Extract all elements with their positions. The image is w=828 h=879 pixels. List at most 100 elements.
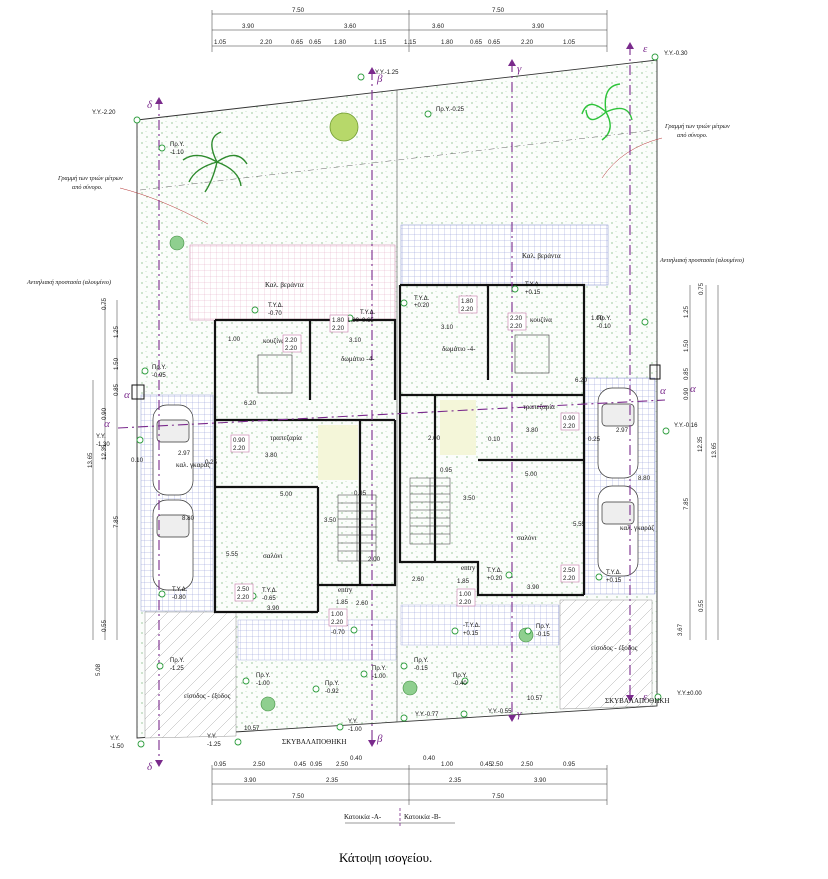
opening-tag-width: 2.20	[510, 315, 523, 322]
dimension-label: 0.65	[470, 39, 483, 46]
level-label: -Τ.Υ.Δ.	[463, 623, 481, 629]
dimension-label: 2.60	[356, 600, 369, 607]
dimension-label: 10.57	[244, 725, 260, 732]
level-label: Τ.Υ.Δ.	[487, 568, 503, 574]
car-icon	[152, 387, 639, 591]
opening-tag-height: 2.20	[563, 575, 576, 582]
dimension-label: 5.55	[573, 521, 586, 528]
dimension-label: 0.65	[291, 39, 304, 46]
level-label: -0.15	[536, 632, 550, 638]
level-label: +0.20	[414, 303, 430, 309]
level-label: Τ.Υ.Δ.	[414, 296, 430, 302]
level-label: -0.95	[152, 373, 166, 379]
level-label: Πρ.Υ.	[414, 658, 429, 664]
dimension-label: 13.65	[711, 442, 718, 458]
dimension-label: 2.00	[368, 556, 381, 563]
dimension-label: 0.95	[310, 761, 323, 768]
bush-icon	[329, 112, 359, 142]
level-label: -1.25	[207, 742, 221, 748]
dimension-label: 3.60	[432, 23, 445, 30]
dimension-label: 0.95	[214, 761, 227, 768]
level-label: Πρ.Υ.	[597, 316, 612, 322]
opening-tag-box	[282, 334, 302, 353]
level-label: -0.70	[268, 311, 282, 317]
dimension-label: 7.50	[292, 793, 305, 800]
opening-tag-height: 2.20	[233, 445, 246, 452]
axis-markers	[155, 42, 634, 767]
opening-tag-width: 1.80	[332, 317, 345, 324]
level-label: -1.25	[170, 666, 184, 672]
level-label: -1.50	[110, 744, 124, 750]
opening-tag-box	[507, 312, 527, 331]
axis-label: γ	[517, 708, 522, 720]
level-label: -0.10	[597, 324, 611, 330]
dimension-lines	[92, 10, 719, 805]
level-label: +0.20	[487, 576, 503, 582]
axis-label: δ	[147, 761, 153, 773]
dimension-label: 3.90	[534, 777, 547, 784]
dimension-label: 5.08	[95, 663, 102, 676]
dimension-label: 0.40	[423, 755, 436, 762]
level-label: Πρ.Υ.	[170, 658, 185, 664]
dimension-label: 1.15	[374, 39, 387, 46]
room-label: δωμάτιο -4-	[341, 355, 375, 363]
dimension-label: 10.57	[527, 695, 543, 702]
room-label: ΣΚΥΒΑΛΑΠΟΘΗΚΗ	[282, 738, 346, 746]
dimension-label: 13.65	[87, 452, 94, 468]
dimension-label: 7.50	[492, 793, 505, 800]
annotation-note: Γραμμή των τριών μέτρων	[664, 123, 730, 130]
wc-b	[440, 400, 476, 455]
level-label: Τ.Υ.Δ.	[606, 570, 622, 576]
dimension-label: 1.85	[336, 599, 349, 606]
dimension-label: 0.55	[698, 599, 705, 612]
palm-tree-icon	[581, 83, 633, 141]
room-label: είσοδος - έξοδος	[184, 692, 231, 700]
opening-tag-width: 1.00	[459, 591, 472, 598]
inner-dimension-labels: 3.803.805.005.003.903.903.103.101.801.80…	[131, 295, 651, 732]
note-leader	[601, 137, 663, 179]
level-label: Υ.Υ.±0.00	[677, 691, 702, 697]
dimension-label: 1.80	[347, 317, 360, 324]
dimension-label: 1.15	[404, 39, 417, 46]
dimension-label: 1.80	[441, 39, 454, 46]
level-label: +0.15	[463, 631, 479, 637]
dimension-label: 2.60	[412, 576, 425, 583]
dimension-label: 0.25	[588, 436, 601, 443]
room-label: entry	[338, 586, 353, 594]
entrance-a-ramp	[144, 611, 237, 739]
opening-tag-box	[230, 434, 250, 453]
dimension-label: 0.25	[205, 459, 218, 466]
shrub-icon	[260, 696, 276, 712]
opening-tags: 2.202.201.802.201.802.202.202.200.902.20…	[230, 295, 580, 627]
opening-tag-height: 2.20	[459, 599, 472, 606]
opening-tag-width: 2.50	[237, 586, 250, 593]
level-label: Πρ.Υ.	[536, 624, 551, 630]
level-label: -1.00	[256, 681, 270, 687]
dimension-label: 0.40	[350, 755, 363, 762]
opening-tag-width: 0.90	[563, 415, 576, 422]
level-label: Υ.Υ.-0.77	[415, 712, 439, 718]
level-label: Πρ.Υ.	[256, 673, 271, 679]
dimension-label: 6.20	[244, 400, 257, 407]
opening-tag-height: 2.20	[510, 323, 523, 330]
setback-line-a	[139, 129, 656, 191]
dimension-label: 0.90	[101, 407, 108, 420]
axis-label: γ	[517, 63, 522, 75]
level-label: -0.65	[262, 596, 276, 602]
opening-tag-width: 2.20	[285, 337, 298, 344]
dimension-label: 3.90	[527, 584, 540, 591]
dimension-label: 0.90	[683, 387, 690, 400]
level-label: Υ.Υ.-0.55	[488, 709, 512, 715]
dimension-label: 0.65	[488, 39, 501, 46]
dimension-label: 1.00	[441, 761, 454, 768]
dimension-label: 0.75	[698, 282, 705, 295]
dimension-label: 2.97	[616, 427, 629, 434]
axis-label: α	[104, 418, 110, 430]
room-label: κουζίνα	[530, 316, 552, 324]
dimension-label: 2.35	[326, 777, 339, 784]
dimension-label: 5.00	[280, 491, 293, 498]
axis-label: β	[376, 73, 383, 85]
